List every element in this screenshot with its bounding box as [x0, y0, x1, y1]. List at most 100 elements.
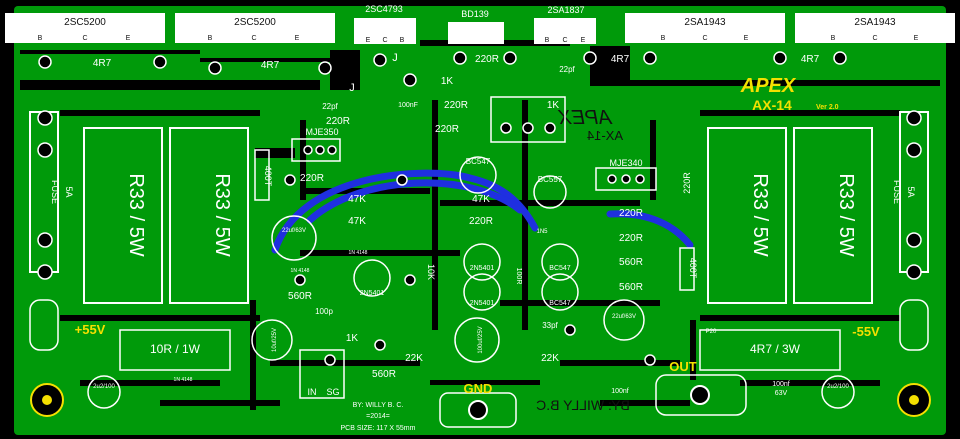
- author-mirror: BY: WILLY B.C: [536, 397, 630, 413]
- brand-logo-mirror: APEX: [558, 107, 613, 129]
- r560-b: 560R: [619, 257, 643, 268]
- mje350-label: MJE350: [305, 127, 338, 137]
- r220-b: 220R: [326, 116, 350, 127]
- big-res-1: R33 / 5W: [83, 127, 163, 304]
- p20-label: P20: [706, 329, 717, 335]
- c22pf-top: 22pf: [559, 65, 575, 74]
- r47k-b: 47K: [348, 216, 366, 227]
- bc557: BC557: [538, 175, 563, 184]
- r220-vert: 220R: [682, 172, 692, 194]
- c22uf-b: 22uf/63V: [612, 314, 636, 320]
- transistor-q6: 2SA1943 B C E: [625, 13, 785, 43]
- transistor-q7: 2SA1943 B C E: [795, 13, 955, 43]
- minus55-label: -55V: [852, 324, 880, 339]
- fuse-right-value: 5A: [906, 186, 916, 197]
- c100p: 100p: [315, 307, 333, 316]
- q5-label: 2SA1837: [547, 5, 584, 15]
- q5-pin-c: C: [562, 37, 567, 44]
- q7-pin-e: E: [914, 35, 919, 42]
- q1-label: 2SC5200: [64, 17, 106, 28]
- in-label: IN: [308, 387, 317, 397]
- c2u2-b: 2u2/100: [827, 384, 849, 390]
- q2-pin-b: B: [208, 35, 213, 42]
- jumper-a: J: [349, 82, 355, 94]
- q3-label: 2SC4793: [365, 4, 403, 14]
- r22k-a: 22K: [405, 353, 423, 364]
- big-res-4-label: R33 / 5W: [835, 173, 857, 256]
- r47k-c: 47K: [472, 194, 490, 205]
- q2-label: 2SC5200: [234, 17, 276, 28]
- brand-logo: APEX: [740, 75, 797, 97]
- r4r7-c: 4R7: [611, 54, 630, 65]
- out-label: OUT: [669, 359, 697, 374]
- r220-f: 220R: [619, 233, 643, 244]
- author-label: BY: WILLY B. C.: [353, 402, 404, 409]
- r220-top: 220R: [475, 54, 499, 65]
- out-pad: [690, 385, 710, 405]
- r560-c: 560R: [619, 282, 643, 293]
- n5401-c: 2N5401: [360, 290, 385, 297]
- c100nf-c: 100nf: [772, 381, 790, 388]
- r220-mid: 220R: [444, 100, 468, 111]
- r220-e: 220R: [619, 208, 643, 219]
- q3-pin-e: E: [366, 37, 371, 44]
- r10r1w-label: 10R / 1W: [150, 342, 201, 356]
- r4r7-a: 4R7: [93, 58, 112, 69]
- sg-label: SG: [326, 387, 339, 397]
- blue-traces: [271, 169, 694, 254]
- r560-a: 560R: [288, 291, 312, 302]
- q2-pin-c: C: [251, 35, 256, 42]
- q6-label: 2SA1943: [684, 17, 726, 28]
- r400-a: 400T: [263, 166, 273, 187]
- big-res-1-label: R33 / 5W: [125, 173, 147, 256]
- q7-pin-b: B: [831, 35, 836, 42]
- transistor-q2: 2SC5200 B C E: [175, 13, 335, 43]
- model-label: AX-14: [752, 97, 792, 113]
- c33pf: 33pf: [542, 321, 558, 330]
- big-res-2-label: R33 / 5W: [211, 173, 233, 256]
- r220-d: 220R: [469, 216, 493, 227]
- big-resistors: R33 / 5W R33 / 5W R33 / 5W R33 / 5W: [83, 127, 873, 304]
- c22pf-left: 22pf: [322, 102, 338, 111]
- r4r73w-label: 4R7 / 3W: [750, 342, 801, 356]
- n5401-a: 2N5401: [470, 265, 495, 272]
- pcb-size-label: PCB SIZE: 117 X 55mm: [341, 425, 416, 432]
- transistor-q4: BD139: [448, 9, 504, 44]
- r10k: 10K: [426, 264, 436, 280]
- q3-pin-c: C: [382, 37, 387, 44]
- d4148-mid: 1N5: [536, 229, 548, 235]
- fuse-right-label: FUSE: [892, 180, 902, 204]
- c10uf: 10uf/25V: [272, 328, 278, 352]
- mount-hole-left-center: [42, 395, 52, 405]
- bc547-b: BC547: [549, 265, 571, 272]
- pads: [37, 51, 922, 366]
- q6-pin-e: E: [744, 35, 749, 42]
- q3-pin-b: B: [400, 37, 405, 44]
- bc547-c: BC547: [549, 300, 571, 307]
- component-outlines: [29, 96, 929, 428]
- r100-vert: 100R: [515, 268, 522, 285]
- model-label-mirror: AX-14: [587, 128, 623, 143]
- r47k-a: 47K: [348, 194, 366, 205]
- transistor-q5: 2SA1837 B C E: [534, 5, 596, 44]
- c100nf-a: 100nF: [398, 102, 418, 109]
- r4r7-b: 4R7: [261, 60, 280, 71]
- big-res-3: R33 / 5W: [707, 127, 787, 304]
- fuse-left-value: 5A: [64, 186, 74, 197]
- r22k-b: 22K: [541, 353, 559, 364]
- q7-pin-c: C: [872, 35, 877, 42]
- q6-pin-c: C: [702, 35, 707, 42]
- q5-pin-b: B: [545, 37, 550, 44]
- mounting-holes: [30, 383, 931, 420]
- d4148-b: 1N 4148: [349, 250, 368, 256]
- bc547-a: BC547: [466, 157, 491, 166]
- r400-b: 400T: [688, 258, 698, 279]
- r220-c: 220R: [300, 173, 324, 184]
- c100uf: 100uf/25V: [478, 326, 484, 353]
- d4148-a: 1N 4148: [291, 268, 310, 274]
- transistor-q3: 2SC4793 E C B: [354, 4, 416, 44]
- jumper-b: J: [392, 52, 398, 64]
- fuse-left-label: FUSE: [50, 180, 60, 204]
- d4148-c: 1N 4148: [174, 377, 193, 383]
